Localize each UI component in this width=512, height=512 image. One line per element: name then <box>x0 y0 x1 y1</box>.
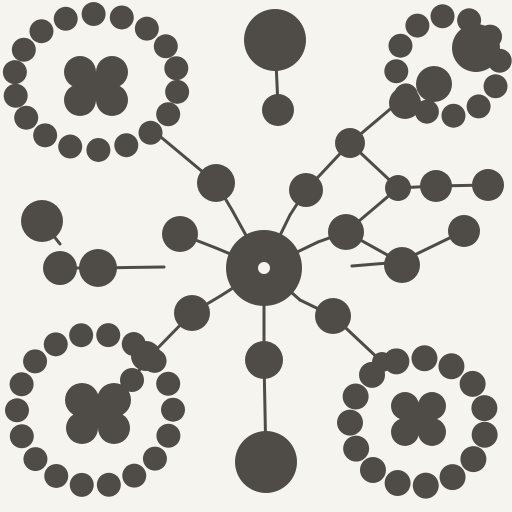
inner-cluster <box>452 24 500 72</box>
ring-bead <box>483 74 508 99</box>
inner-cluster <box>407 408 429 430</box>
ring-bead <box>11 37 36 62</box>
ring-bead <box>5 398 30 423</box>
connector-bead <box>120 368 144 392</box>
ring-bead <box>153 34 178 59</box>
inner-cluster <box>84 400 112 428</box>
ring-bead <box>142 446 167 471</box>
connector-bead <box>162 216 198 252</box>
ring-bead <box>122 463 147 488</box>
ring-bead <box>439 464 466 491</box>
ring-bead <box>405 13 430 38</box>
ring-bead <box>466 94 491 119</box>
connector-bead <box>197 164 235 202</box>
ring-bead <box>44 463 69 488</box>
ring-bead <box>164 56 189 81</box>
connector-bead <box>315 298 351 334</box>
ring-bead <box>343 435 370 462</box>
connector-beads <box>21 9 504 493</box>
central-hub <box>226 230 302 306</box>
central-hub-core <box>258 262 270 274</box>
inner-cluster <box>416 66 452 102</box>
ring-bead <box>388 33 413 58</box>
ring-bead <box>14 105 39 130</box>
ring-bead <box>96 323 121 348</box>
connector-bead <box>43 251 77 285</box>
ring-bead <box>165 79 190 104</box>
connector-bead <box>262 94 294 126</box>
connector-bead <box>384 247 420 283</box>
connector-bead <box>389 87 421 119</box>
ring-bead <box>2 60 27 85</box>
ring-bead <box>33 123 58 148</box>
ring-bead <box>9 424 34 449</box>
connector-bead <box>21 200 63 242</box>
ring-bead <box>438 353 465 380</box>
connector-bead <box>244 9 306 71</box>
ring-bead <box>359 456 386 483</box>
ring-bead <box>160 397 185 422</box>
inner-cluster <box>82 72 110 100</box>
ring-bead <box>138 120 163 145</box>
ring-bead <box>114 133 139 158</box>
ring-bead <box>156 423 181 448</box>
ring-bead <box>58 134 83 159</box>
ring-bead <box>29 19 54 44</box>
ring-bead <box>412 472 439 499</box>
ring-bead <box>342 383 369 410</box>
connector-bead <box>235 431 297 493</box>
ring-bead <box>384 470 411 497</box>
ring-bead <box>109 5 134 30</box>
connector-bead <box>335 128 365 158</box>
ring-bead <box>134 16 159 41</box>
connector-bead <box>372 352 392 372</box>
ring-bead <box>471 421 498 448</box>
ring-bead <box>414 99 439 124</box>
connector-bead <box>472 169 504 201</box>
connector-bead <box>448 215 480 247</box>
connector-bead <box>289 173 323 207</box>
connector-bead <box>245 341 283 379</box>
connector-bead <box>328 214 364 250</box>
ring-bead <box>471 395 498 422</box>
ring-clusters <box>2 2 512 499</box>
ring-bead <box>156 102 181 127</box>
connector-bead <box>174 295 210 331</box>
connector-bead <box>385 175 411 201</box>
ring-bead <box>86 137 111 162</box>
ring-bead <box>96 472 121 497</box>
ring-bead <box>43 332 68 357</box>
ring-bead <box>460 446 487 473</box>
ring-bead <box>337 409 364 436</box>
connector-bead <box>420 170 452 202</box>
connector-bead <box>79 249 117 287</box>
ring-bead <box>81 2 106 27</box>
ring-bead <box>69 323 94 348</box>
ring-bead <box>430 4 455 29</box>
ring-bead <box>69 472 94 497</box>
ring-bead <box>156 371 181 396</box>
ring-bead <box>459 370 486 397</box>
ring-bead <box>384 59 409 84</box>
ring-bead <box>441 103 466 128</box>
ring-bead <box>23 349 48 374</box>
connector-bead <box>131 341 161 371</box>
ring-bead <box>9 372 34 397</box>
ring-bead <box>23 447 48 472</box>
ring-bead <box>53 6 78 31</box>
ring-bead <box>411 345 438 372</box>
ring-bead <box>3 83 28 108</box>
